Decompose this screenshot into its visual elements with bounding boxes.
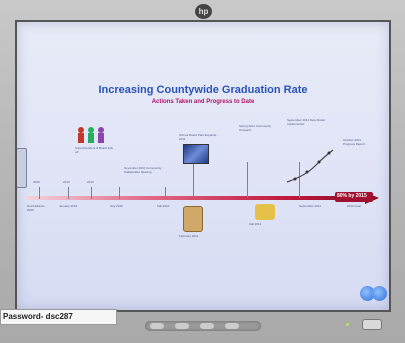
timeline-event-above: Spring 2011 Community Outreach: [239, 124, 271, 132]
timeline-event-above: School Board Plan Expands 2011: [179, 133, 217, 141]
diploma-scroll-image: [183, 206, 203, 232]
plus-button[interactable]: [200, 323, 214, 329]
program-image: [183, 144, 209, 164]
timeline-year: 2010: [87, 180, 94, 184]
timeline-tick: [299, 162, 300, 198]
goal-badge: [335, 192, 373, 202]
side-tab[interactable]: [17, 148, 27, 188]
timeline-event-below: Fall 2011: [249, 222, 262, 226]
slide-title: Increasing Countywide Graduation Rate: [98, 84, 308, 96]
timeline-event-below: February 2011: [179, 234, 199, 238]
timeline-tick: [165, 187, 166, 199]
timeline-event-below: July 2010: [110, 204, 123, 208]
timeline-event-below: Grad Alliance 2009: [27, 204, 45, 212]
timeline-event-below: January 2010: [59, 204, 78, 208]
staff-group-image: [78, 127, 104, 143]
timeline-tick: [247, 162, 248, 198]
power-button[interactable]: [362, 319, 382, 330]
progress-curve-image: [286, 149, 334, 183]
timeline-bar: [25, 196, 370, 200]
timeline-event-below: 2012 Goal: [347, 204, 361, 208]
brand-logo: hp: [195, 4, 212, 19]
timeline-year: 2010: [63, 180, 70, 184]
timeline-tick: [193, 164, 194, 198]
goal-label: 80% by 2015: [337, 193, 367, 199]
timeline-event-above: September 2011 New Model Implemented: [287, 118, 325, 126]
timeline-year: 2009: [33, 180, 40, 184]
auto-button[interactable]: [225, 323, 239, 329]
power-led: [346, 323, 349, 326]
password-sticky-note: Password- dsc287: [0, 309, 117, 325]
timeline-event-above: October 2011 Progress Report: [343, 138, 365, 146]
timeline-event-below: September 2011: [299, 204, 321, 208]
timeline-tick: [119, 187, 120, 199]
timeline-tick: [39, 187, 40, 199]
timeline-event-above: Superintendent & Board kick off: [75, 146, 114, 154]
slide-subtitle: Actions Taken and Progress to Date: [151, 99, 255, 105]
graduates-image: [255, 204, 275, 220]
minus-button[interactable]: [175, 323, 189, 329]
next-slide-button[interactable]: [372, 286, 387, 301]
previous-slide-button[interactable]: [360, 286, 375, 301]
menu-button[interactable]: [150, 323, 164, 329]
timeline-tick: [68, 187, 69, 199]
timeline-event-below: Fall 2010: [157, 204, 170, 208]
timeline-tick: [91, 187, 92, 199]
timeline-event-above: November 2010 Community Stakeholder Meet…: [124, 166, 162, 174]
projection-screen: Increasing Countywide Graduation Rate Ac…: [15, 20, 391, 312]
